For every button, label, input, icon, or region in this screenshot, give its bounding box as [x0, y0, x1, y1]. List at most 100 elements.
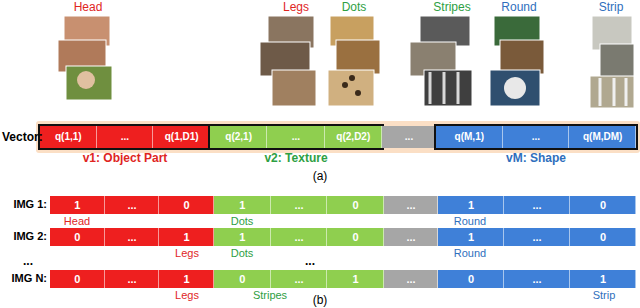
- cell-value: ...: [532, 232, 541, 243]
- cell-value: 1: [74, 200, 80, 211]
- vector-cell: ...: [105, 270, 160, 288]
- panel-tag: (a): [313, 170, 328, 182]
- vector-cell: ...: [271, 196, 328, 214]
- cell-value: 0: [239, 274, 245, 285]
- vector-cell: 1: [159, 228, 214, 246]
- vector-cell: 0: [570, 196, 636, 214]
- cell-value: ...: [294, 274, 303, 285]
- vector-cell: 1: [570, 270, 636, 288]
- bar-glow: [36, 121, 640, 153]
- vector-cell: ...: [97, 126, 154, 148]
- cell-value: ...: [406, 200, 415, 211]
- vector-cell: ...: [384, 196, 438, 214]
- cell-value: ...: [127, 274, 136, 285]
- vector-cell: ...: [504, 196, 570, 214]
- cell-value: q(1,D1): [165, 132, 199, 142]
- vector-group: v2: Textureq(2,1)...q(2,D2): [210, 126, 382, 148]
- cell-value: 0: [600, 232, 606, 243]
- cell-value: 0: [353, 232, 359, 243]
- row-label: Vector:: [2, 131, 43, 143]
- attribute-name: Legs: [175, 290, 199, 301]
- cell-value: ...: [127, 232, 136, 243]
- vector-cell: 0: [50, 270, 105, 288]
- vector-cell: 1: [214, 228, 271, 246]
- vector-cell: ...: [504, 270, 570, 288]
- vector-cell: q(2,1): [210, 126, 267, 148]
- ellipsis: ...: [305, 255, 315, 267]
- vector-cell: 0: [50, 228, 105, 246]
- cell-value: 1: [468, 200, 474, 211]
- vector-cell: ...: [267, 126, 324, 148]
- cell-value: q(M,DM): [583, 132, 622, 142]
- vector-group: vM: Shapeq(M,1)...q(M,DM): [436, 126, 636, 148]
- cell-value: 1: [468, 232, 474, 243]
- cell-value: 0: [74, 232, 80, 243]
- vector-cell: ...: [105, 228, 160, 246]
- category-name: Stripes: [433, 1, 470, 13]
- vector-cell: ...: [271, 270, 328, 288]
- vector-group: v1: Object Partq(1,1)...q(1,D1): [40, 126, 210, 148]
- attribute-name: Head: [64, 216, 90, 227]
- category-name: Round: [501, 1, 536, 13]
- ellipsis: ...: [23, 255, 33, 267]
- vector-cell: q(2,D2): [325, 126, 382, 148]
- cell-value: 0: [74, 274, 80, 285]
- vector-cell: 0: [570, 228, 636, 246]
- group-heading: v2: Texture: [210, 152, 382, 164]
- vector-cell: ...: [384, 228, 438, 246]
- vector-cell: q(M,1): [436, 126, 503, 148]
- row-label: IMG 2:: [13, 231, 47, 242]
- vector-cell: 0: [438, 270, 504, 288]
- cell-value: q(M,1): [455, 132, 484, 142]
- cell-value: 1: [239, 200, 245, 211]
- vector-cell: q(1,D1): [153, 126, 210, 148]
- photo-stacks: [58, 16, 634, 108]
- row-label: IMG N:: [12, 273, 47, 284]
- cell-value: 1: [184, 232, 190, 243]
- cell-value: q(2,D2): [336, 132, 370, 142]
- group-heading: v1: Object Part: [40, 152, 210, 164]
- cell-value: 0: [468, 274, 474, 285]
- cell-value: ...: [294, 200, 303, 211]
- vector-cell: 0: [214, 270, 271, 288]
- attribute-name: Stripes: [253, 290, 287, 301]
- category-name: Strip: [599, 1, 624, 13]
- cell-value: ...: [406, 232, 415, 243]
- vector-cell: 1: [50, 196, 105, 214]
- vector-cell: 1: [438, 228, 504, 246]
- attribute-name: Dots: [231, 248, 254, 259]
- group-heading: vM: Shape: [436, 152, 636, 164]
- vector-cell: 1: [159, 270, 214, 288]
- cell-value: q(1,1): [55, 132, 82, 142]
- cell-value: q(2,1): [225, 132, 252, 142]
- vector-cell: 0: [327, 228, 384, 246]
- cell-value: 0: [184, 200, 190, 211]
- vector-cell: ...: [382, 126, 436, 148]
- attribute-name: Dots: [231, 216, 254, 227]
- vector-cell: ...: [503, 126, 570, 148]
- category-name: Legs: [283, 1, 309, 13]
- cell-value: 0: [600, 200, 606, 211]
- vector-cell: 0: [327, 196, 384, 214]
- cell-value: ...: [127, 200, 136, 211]
- attribute-name: Strip: [593, 290, 616, 301]
- cell-value: 1: [184, 274, 190, 285]
- vector-cell: ...: [105, 196, 160, 214]
- cell-value: ...: [294, 232, 303, 243]
- cell-value: ...: [406, 274, 415, 285]
- cell-value: ...: [532, 274, 541, 285]
- cell-value: ...: [532, 200, 541, 211]
- vector-cell: ...: [504, 228, 570, 246]
- cell-value: ...: [121, 132, 129, 142]
- category-name: Dots: [342, 1, 367, 13]
- category-name: Head: [74, 1, 103, 13]
- cell-value: ...: [292, 132, 300, 142]
- cell-value: ...: [532, 132, 540, 142]
- row-label: IMG 1:: [13, 199, 47, 210]
- vector-cell: 1: [327, 270, 384, 288]
- vector-cell: 1: [214, 196, 271, 214]
- panel-tag: (b): [313, 294, 328, 306]
- vector-cell: ...: [271, 228, 328, 246]
- cell-value: 1: [600, 274, 606, 285]
